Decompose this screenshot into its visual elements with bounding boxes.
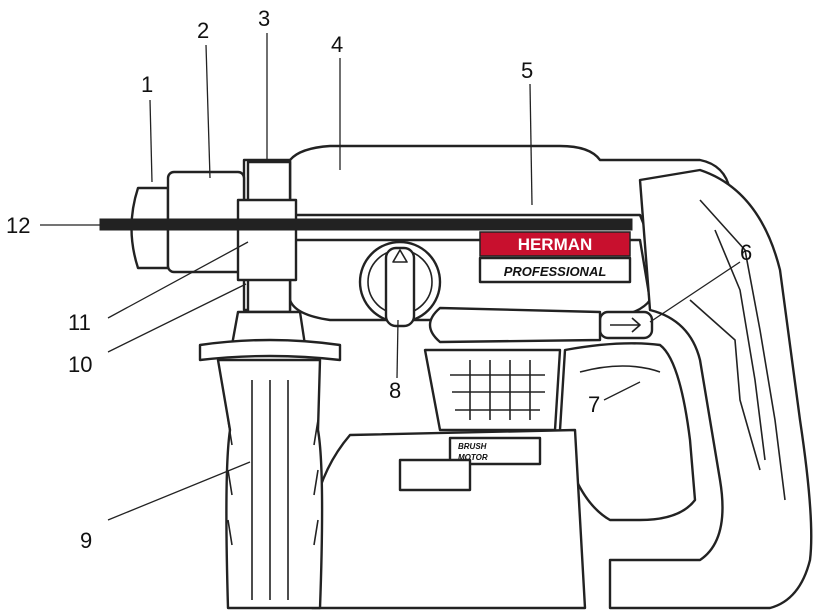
depth-stop-housing (236, 198, 298, 282)
callout-8: 8 (389, 378, 401, 403)
depth-gauge-rod (99, 218, 633, 231)
battery-latch (423, 348, 562, 432)
battery-label-line2: MOTOR (458, 453, 488, 462)
callout-5: 5 (521, 58, 533, 83)
aux-handle-flange (198, 338, 342, 362)
mode-selector-knob (358, 240, 442, 328)
callout-2: 2 (197, 18, 209, 43)
callout-9: 9 (80, 528, 92, 553)
battery-grip-recess (398, 458, 472, 492)
callout-4: 4 (331, 32, 343, 57)
callout-6: 6 (740, 240, 752, 265)
handle-ribs (689, 199, 786, 501)
callout-12: 12 (6, 213, 30, 238)
trigger-area (428, 306, 602, 344)
battery-label-line1: BRUSH (458, 442, 487, 451)
callout-11: 11 (68, 310, 91, 335)
callout-numbers: 1 2 3 4 5 6 7 8 9 10 11 12 (6, 6, 752, 553)
leader-lines (40, 33, 741, 521)
battery-body (310, 428, 587, 610)
brand-plate: HERMAN PROFESSIONAL (478, 231, 632, 284)
direction-switch (428, 306, 654, 344)
rear-handle (608, 168, 813, 610)
depth-gauge-bar (99, 218, 633, 231)
series-badge (478, 256, 632, 284)
callout-10: 10 (68, 352, 92, 377)
trigger (558, 342, 697, 522)
trigger-guard (558, 342, 697, 522)
callout-7: 7 (588, 392, 600, 417)
auxiliary-handle (198, 310, 342, 610)
brand-label: HERMAN (518, 235, 593, 254)
callout-1: 1 (141, 72, 153, 97)
battery-pack: BRUSH MOTOR (310, 348, 587, 610)
series-label: PROFESSIONAL (504, 264, 607, 279)
brand-badge-bg (479, 231, 631, 257)
chuck-assembly (130, 160, 298, 314)
callout-3: 3 (258, 6, 270, 31)
